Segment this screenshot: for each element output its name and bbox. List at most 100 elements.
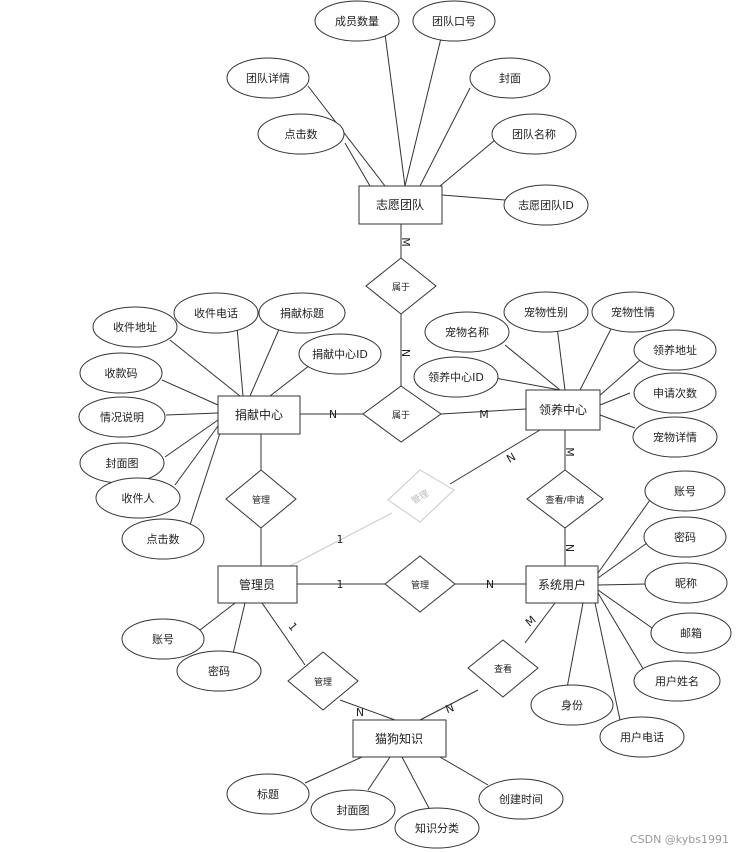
svg-text:团队详情: 团队详情	[246, 71, 290, 85]
relationship-view-apply: 查看/申请	[526, 469, 604, 529]
attribute-team-id: 志愿团队ID	[503, 184, 589, 226]
attribute-user-phone: 用户电话	[599, 716, 685, 758]
svg-text:宠物性情: 宠物性情	[611, 305, 655, 319]
cardinality-admin-1-knowledge: 1	[285, 620, 299, 634]
watermark: CSDN @kybs1991	[629, 833, 729, 846]
svg-text:密码: 密码	[208, 664, 230, 678]
relationship-label: 管理	[411, 579, 429, 591]
attribute-user-name: 用户姓名	[633, 660, 721, 702]
svg-text:收款码: 收款码	[105, 366, 138, 380]
svg-text:情况说明: 情况说明	[100, 410, 144, 424]
attribute-don-address: 收件地址	[92, 306, 178, 348]
cardinality-knowledge-n-admin: N	[356, 706, 364, 719]
attribute-team-member-count: 成员数量	[314, 0, 400, 42]
attribute-know-title: 标题	[226, 773, 310, 815]
cardinality-team-m: M	[399, 237, 412, 247]
attribute-don-cover: 封面图	[79, 442, 165, 484]
svg-text:账号: 账号	[674, 485, 696, 498]
attribute-don-phone: 收件电话	[173, 292, 259, 334]
relationship-manage-donation: 管理	[225, 469, 297, 529]
svg-text:身份: 身份	[561, 698, 583, 712]
svg-text:捐献标题: 捐献标题	[280, 306, 324, 320]
attribute-know-cover: 封面图	[310, 789, 396, 831]
cardinality-user-n-admin: N	[486, 578, 494, 591]
svg-text:创建时间: 创建时间	[499, 792, 543, 806]
entity-label: 领养中心	[539, 402, 587, 417]
entity-label: 管理员	[239, 577, 275, 592]
attribute-team-clicks: 点击数	[257, 113, 345, 155]
relationship-manage-knowledge: 管理	[287, 651, 359, 711]
attribute-ado-apply-count: 申请次数	[633, 372, 717, 414]
cardinality-user-n-adoption: N	[563, 544, 576, 552]
relationship-label: 查看	[494, 663, 512, 675]
attribute-don-id: 捐献中心ID	[298, 333, 382, 375]
svg-text:收件人: 收件人	[122, 491, 155, 505]
svg-text:用户姓名: 用户姓名	[655, 674, 699, 688]
entity-system-user: 系统用户	[525, 565, 599, 604]
attribute-don-receiver: 收件人	[95, 477, 181, 519]
attribute-don-situation: 情况说明	[78, 396, 166, 438]
svg-text:申请次数: 申请次数	[653, 386, 697, 400]
attribute-ado-id: 领养中心ID	[413, 356, 499, 398]
attribute-edges	[161, 33, 653, 811]
attribute-admin-password: 密码	[176, 650, 262, 692]
entity-admin: 管理员	[217, 565, 298, 604]
attribute-ado-pet-name: 宠物名称	[424, 311, 510, 353]
entity-adoption-center: 领养中心	[525, 389, 601, 431]
cardinality-adoption-m-user: M	[563, 447, 576, 457]
svg-text:团队口号: 团队口号	[432, 14, 476, 28]
svg-text:捐献中心ID: 捐献中心ID	[312, 347, 368, 361]
cardinality-admin-1-adoption: 1	[337, 533, 344, 546]
attribute-know-category: 知识分类	[394, 807, 480, 849]
svg-text:邮箱: 邮箱	[680, 626, 702, 640]
attribute-know-created: 创建时间	[478, 778, 564, 820]
relationship-manage-adoption: 管理	[387, 469, 455, 523]
svg-text:封面图: 封面图	[337, 803, 370, 817]
attribute-don-clicks: 点击数	[121, 518, 205, 560]
cardinality-user-m-knowledge: M	[523, 613, 539, 629]
attribute-don-payment-code: 收款码	[79, 352, 163, 394]
relationship-edges	[260, 224, 566, 721]
svg-text:昵称: 昵称	[675, 576, 697, 590]
attribute-ado-pet-temper: 宠物性情	[591, 291, 675, 333]
cardinality-knowledge-n-user: N	[444, 701, 456, 716]
svg-text:知识分类: 知识分类	[415, 821, 459, 835]
attribute-user-identity: 身份	[530, 684, 614, 726]
attribute-user-account: 账号	[644, 470, 726, 512]
svg-text:账号: 账号	[152, 633, 174, 646]
svg-text:收件地址: 收件地址	[113, 320, 157, 334]
attribute-team-name: 团队名称	[491, 113, 577, 155]
svg-text:点击数: 点击数	[147, 533, 180, 546]
svg-text:用户电话: 用户电话	[620, 730, 664, 744]
relationship-label: 属于	[392, 410, 410, 421]
entity-pet-knowledge: 猫狗知识	[352, 719, 447, 758]
svg-text:宠物性别: 宠物性别	[524, 305, 568, 319]
entity-volunteer-team: 志愿团队	[358, 185, 443, 225]
attribute-ado-address: 领养地址	[633, 329, 717, 371]
cardinality-team-n: N	[399, 349, 412, 357]
svg-text:领养中心ID: 领养中心ID	[428, 370, 484, 384]
svg-text:收件电话: 收件电话	[194, 306, 238, 320]
relationship-label: 管理	[314, 676, 332, 688]
relationship-label: 查看/申请	[545, 494, 584, 506]
svg-text:宠物名称: 宠物名称	[445, 325, 489, 339]
attribute-team-slogan: 团队口号	[412, 0, 496, 42]
svg-text:封面图: 封面图	[106, 456, 139, 470]
attribute-ado-pet-gender: 宠物性别	[503, 291, 589, 333]
attribute-don-title: 捐献标题	[258, 292, 346, 334]
cardinality-donation-n: N	[329, 408, 337, 421]
svg-text:点击数: 点击数	[285, 128, 318, 141]
attribute-user-email: 邮箱	[650, 612, 732, 654]
relationship-belongs-team: 属于	[365, 257, 437, 315]
svg-text:宠物详情: 宠物详情	[653, 430, 697, 444]
attribute-user-password: 密码	[643, 516, 727, 558]
entity-donation-center: 捐献中心	[217, 395, 301, 435]
attribute-admin-account: 账号	[121, 618, 205, 660]
cardinality-admin-1-user: 1	[337, 578, 344, 591]
attribute-ado-pet-detail: 宠物详情	[632, 416, 718, 458]
entity-label: 系统用户	[538, 577, 586, 592]
attribute-team-detail: 团队详情	[226, 57, 310, 99]
cardinality-adoption-m: M	[479, 408, 489, 421]
svg-text:领养地址: 领养地址	[653, 343, 697, 357]
